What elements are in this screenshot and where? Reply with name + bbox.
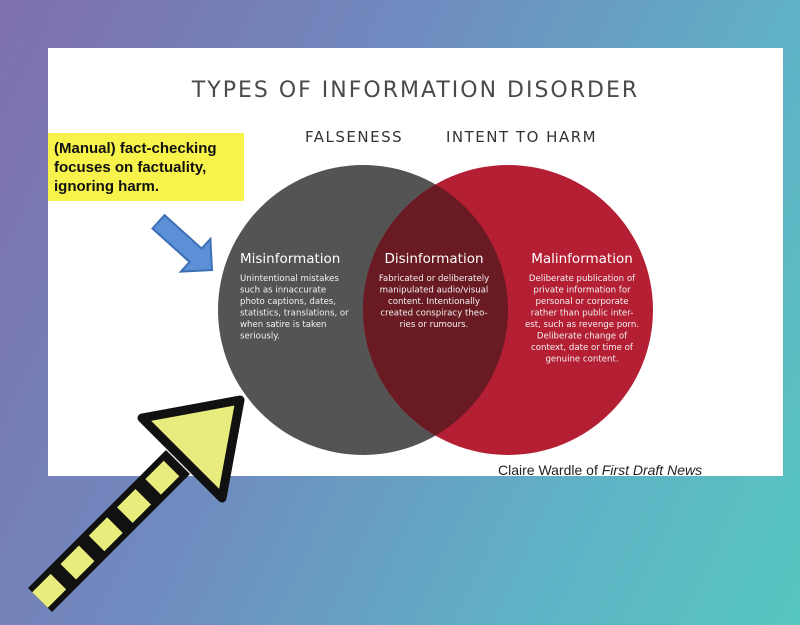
credit-source: First Draft News — [601, 462, 703, 478]
misinformation-description-line: seriously. — [240, 332, 280, 342]
yellow-dashed-arrow-icon — [27, 395, 245, 613]
misinformation-title: Misinformation — [240, 251, 340, 267]
misinformation-description-line: such as innaccurate — [240, 286, 326, 296]
disinformation-description-line: manipulated audio/visual — [380, 286, 489, 296]
disinformation-description-line: ries or rumours. — [400, 320, 469, 330]
misinformation-description-line: photo captions, dates, — [240, 297, 336, 307]
disinformation-title: Disinformation — [384, 251, 483, 267]
malinformation-description-line: Deliberate change of — [537, 332, 628, 342]
blue-arrow-icon — [151, 213, 214, 273]
malinformation-section: Malinformation Deliberate publication of… — [525, 251, 639, 365]
malinformation-description-line: genuine content. — [545, 355, 618, 365]
malinformation-description-line: rather than public inter- — [531, 309, 634, 319]
misinformation-description-line: when satire is taken — [240, 320, 326, 330]
callout-line-2: focuses on factuality, — [54, 159, 207, 176]
misinformation-description-line: statistics, translations, or — [240, 309, 349, 319]
malinformation-description-line: personal or corporate — [535, 297, 628, 307]
malinformation-description-line: Deliberate publication of — [529, 274, 636, 284]
disinformation-description-line: Fabricated or deliberately — [379, 274, 489, 284]
malinformation-description-line: private information for — [533, 286, 631, 296]
callout-line-1: (Manual) fact-checking — [54, 140, 217, 157]
credit-prefix: Claire Wardle of — [498, 462, 602, 478]
overlap-region — [363, 165, 508, 455]
intent-to-harm-header: INTENT TO HARM — [446, 128, 598, 146]
fact-checking-callout: (Manual) fact-checking focuses on factua… — [48, 133, 244, 201]
callout-line-3: ignoring harm. — [54, 178, 159, 195]
malinformation-description-line: est, such as revenge porn. — [525, 320, 639, 330]
misinformation-section: Misinformation Unintentional mistakes suc… — [240, 251, 349, 342]
misinformation-description-line: Unintentional mistakes — [240, 274, 339, 284]
malinformation-title: Malinformation — [531, 251, 633, 267]
falseness-header: FALSENESS — [305, 128, 404, 146]
disinformation-description-line: created conspiracy theo- — [380, 309, 487, 319]
malinformation-description-line: context, date or time of — [531, 343, 634, 353]
slide-title: TYPES OF INFORMATION DISORDER — [191, 78, 640, 103]
disinformation-description-line: content. Intentionally — [388, 297, 480, 307]
credit-text: Claire Wardle of First Draft News — [498, 462, 702, 478]
disinformation-section: Disinformation Fabricated or deliberatel… — [379, 251, 489, 330]
